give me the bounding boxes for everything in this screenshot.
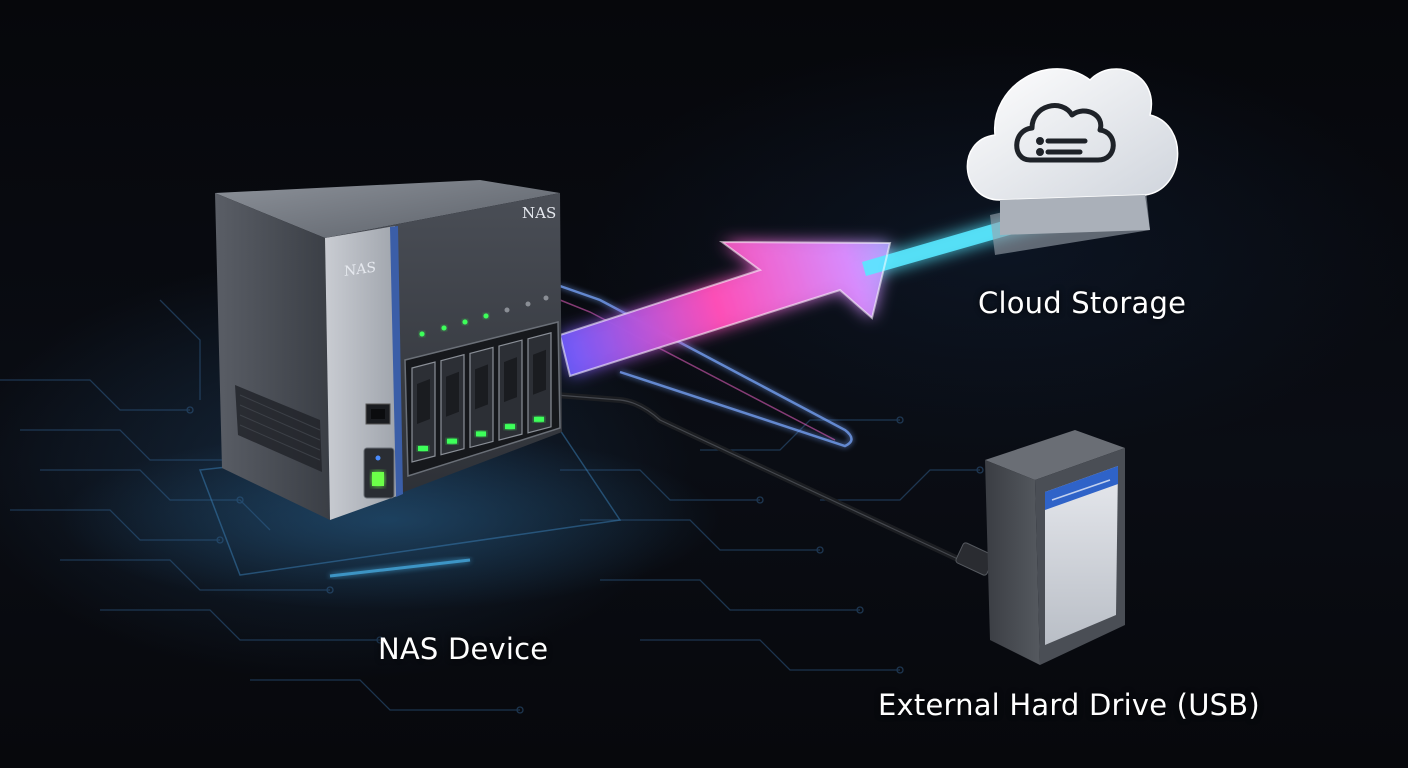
status-leds xyxy=(419,295,549,337)
arrow-outline xyxy=(558,240,892,378)
floor-highlight xyxy=(329,558,471,578)
drive-bay-led xyxy=(534,416,544,422)
nas-top-brand: NAS xyxy=(522,204,556,222)
circuit-pattern xyxy=(0,299,984,714)
drive-bay-grill xyxy=(533,349,546,395)
external-drive-label: External Hard Drive (USB) xyxy=(878,688,1260,722)
external-hard-drive xyxy=(985,430,1125,665)
cloud-storage-node xyxy=(966,68,1179,255)
drive-bay-led xyxy=(505,424,515,430)
nas-device-label: NAS Device xyxy=(378,632,549,666)
drive-bay-grill xyxy=(504,357,517,403)
drive-bay-grill xyxy=(417,379,430,424)
drive-bay-grill xyxy=(446,371,459,417)
cloud-storage-label: Cloud Storage xyxy=(978,286,1187,320)
nas-device: NAS NAS xyxy=(215,180,562,520)
drive-bay-led xyxy=(476,431,486,437)
nas-to-cloud-link-lines xyxy=(559,284,853,448)
nas-front-brand: NAS xyxy=(344,260,376,280)
cloud-server-icon xyxy=(1014,103,1116,163)
drive-bay-grill xyxy=(475,364,488,410)
floor-glow xyxy=(60,430,720,610)
drive-bay-led xyxy=(447,438,457,444)
side-vent xyxy=(235,385,322,472)
drive-bay-led xyxy=(418,446,428,451)
drive-bays xyxy=(411,332,552,463)
